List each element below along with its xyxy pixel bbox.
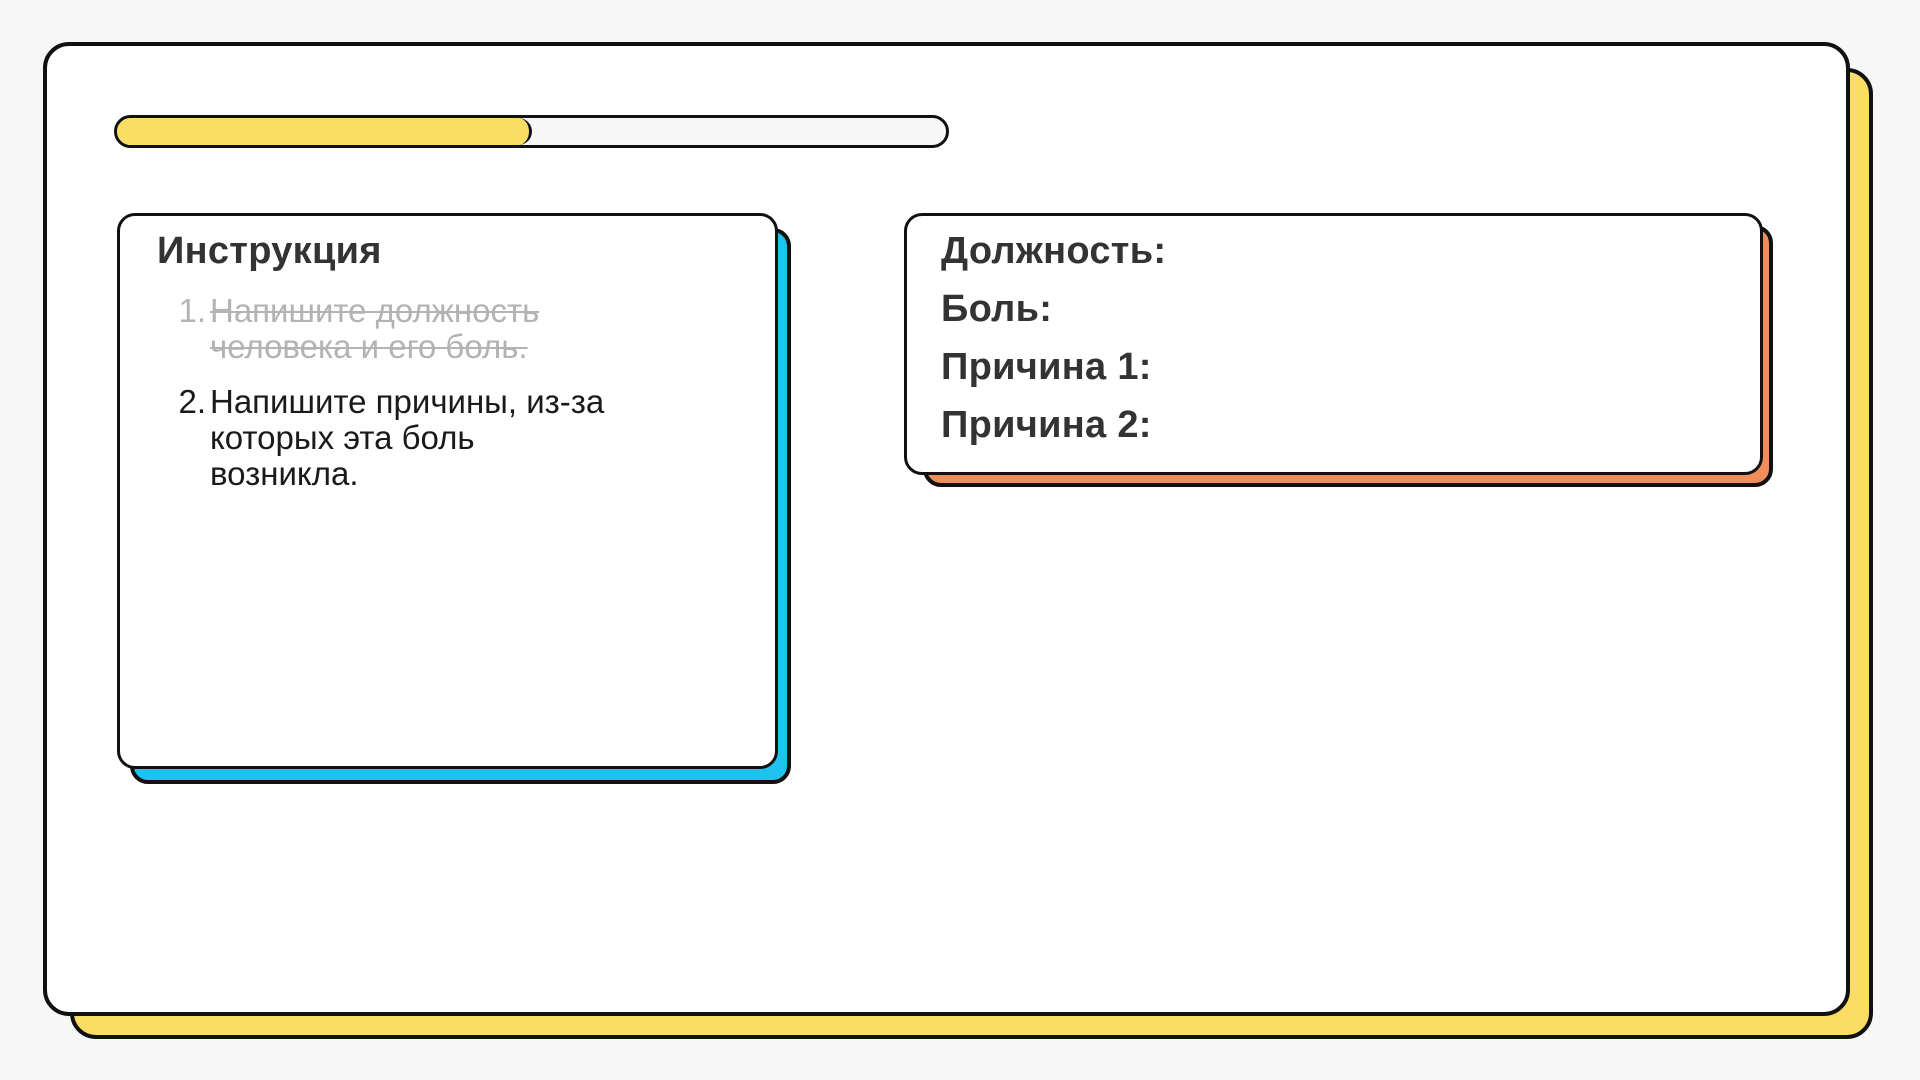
position-label: Должность: [941, 230, 1167, 272]
step-number: 1. [178, 292, 206, 329]
fields-card [904, 213, 1763, 475]
reason-1-label: Причина 1: [941, 346, 1152, 388]
instruction-card [117, 213, 778, 769]
progress-fill [117, 118, 532, 145]
pain-label: Боль: [941, 288, 1053, 330]
progress-bar [114, 115, 949, 148]
reason-2-label: Причина 2: [941, 404, 1152, 446]
step-text: Напишите причины, из‑за которых эта боль… [210, 383, 605, 492]
instruction-title: Инструкция [157, 230, 382, 272]
step-text: Напишите должность человека и его боль. [210, 292, 540, 365]
step-number: 2. [178, 383, 206, 420]
